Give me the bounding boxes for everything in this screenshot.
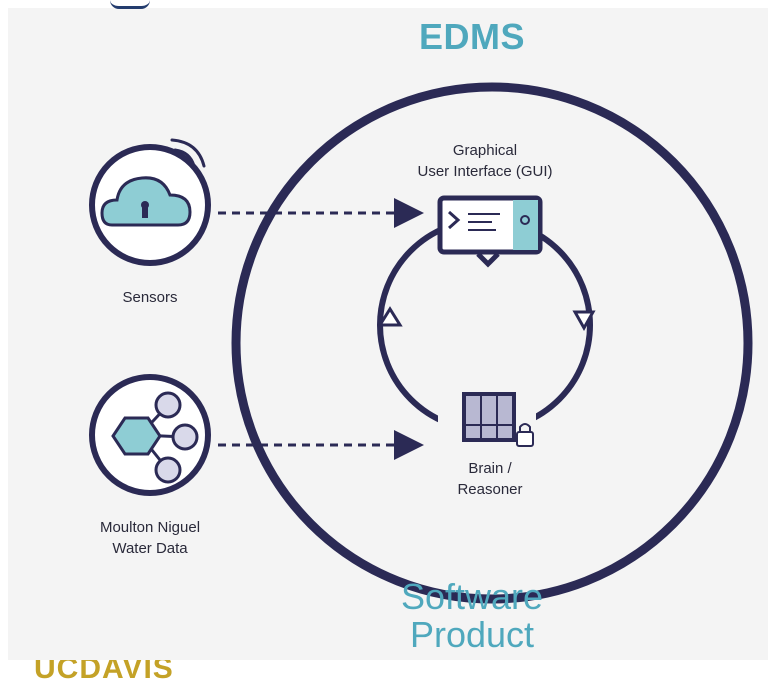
cycle-arrow-down-icon xyxy=(572,310,596,332)
subtitle-line-1: Software xyxy=(400,576,544,617)
sensors-label: Sensors xyxy=(122,289,178,306)
software-boundary-circle xyxy=(231,82,753,604)
logo-fragment xyxy=(110,0,150,9)
monitor-icon xyxy=(437,195,543,268)
brain-label-line-2: Reasoner xyxy=(457,481,523,498)
lock-icon xyxy=(516,423,534,447)
cloud-icon xyxy=(100,176,192,227)
gui-label-line-1: Graphical xyxy=(452,142,518,159)
water-label-line-1: Moulton Niguel xyxy=(99,519,201,536)
diagram-title: EDMS xyxy=(418,16,525,57)
ucdavis-logo: UCDAVIS xyxy=(34,660,174,680)
brain-label-line-1: Brain / xyxy=(468,460,512,477)
water-label-line-2: Water Data xyxy=(112,540,188,557)
brain-label: Brain / Reasoner xyxy=(430,458,550,500)
server-icon xyxy=(462,392,516,442)
footer-logo-strip: UCDAVIS xyxy=(34,660,766,680)
gui-label: Graphical User Interface (GUI) xyxy=(380,140,590,182)
wifi-icon xyxy=(170,138,206,168)
water-data-label: Moulton Niguel Water Data xyxy=(60,517,240,559)
cycle-arrow-up-icon xyxy=(377,306,403,327)
subtitle-line-2: Product xyxy=(409,614,535,655)
network-icon xyxy=(111,391,199,484)
diagram-subtitle: Software Product xyxy=(372,578,572,654)
gui-label-line-2: User Interface (GUI) xyxy=(417,163,553,180)
